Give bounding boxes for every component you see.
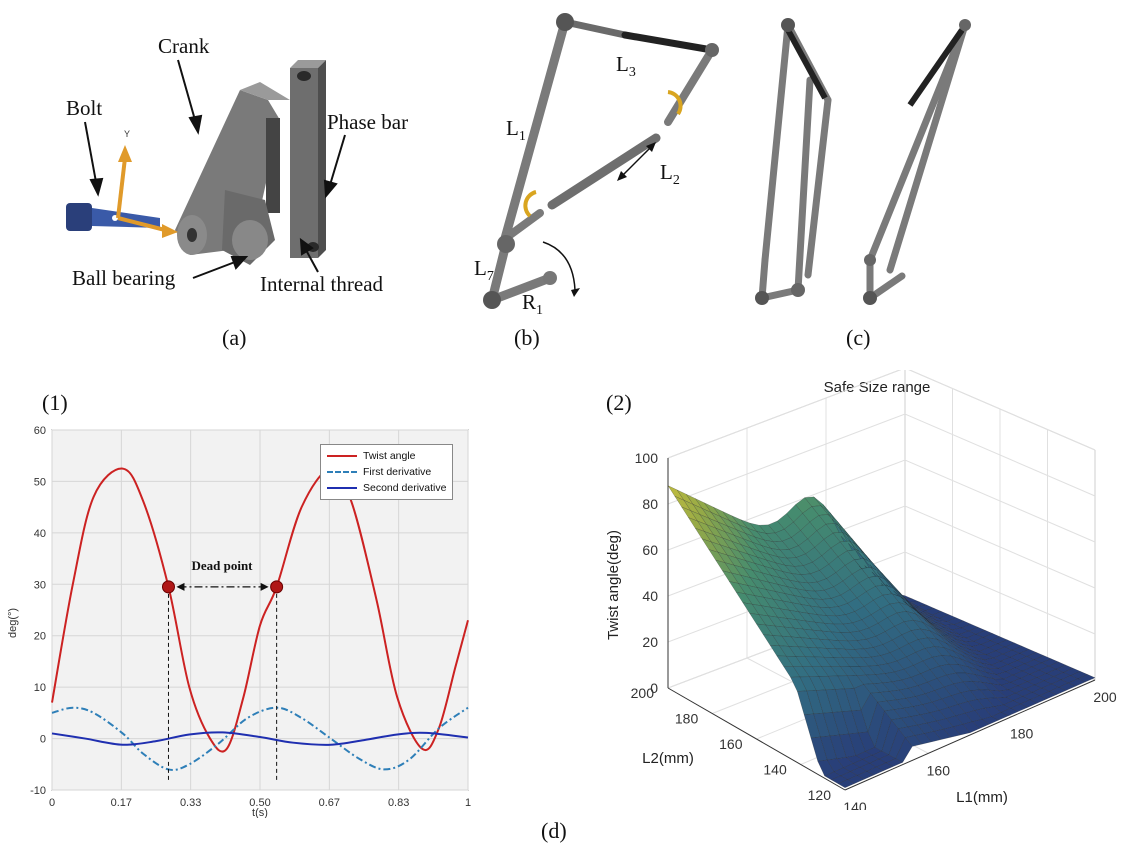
phase-bar-shape	[290, 60, 326, 258]
chart1-y-tick: 60	[34, 425, 46, 437]
legend-second-derivative: Second derivative	[327, 480, 446, 496]
dead-point-annotation: Dead point	[191, 558, 253, 573]
chart2-x-tick: 180	[1010, 726, 1034, 742]
crank-shape	[175, 82, 290, 265]
panel-d1-label: (1)	[42, 390, 68, 415]
chart2-z-tick: 20	[642, 634, 658, 650]
y-axis-label: Y	[124, 129, 130, 139]
dead-point-arrowhead	[176, 582, 185, 591]
label-R1: R1	[522, 290, 544, 319]
label-L3: L3	[616, 52, 636, 81]
chart2-surface-cell	[1077, 674, 1096, 683]
chart2-z-grid	[667, 413, 1096, 505]
label-L1: L1	[506, 116, 526, 145]
chart2-y-tick: 140	[763, 762, 787, 778]
panel-c: (c)	[740, 0, 1000, 360]
chart1-xlabel: t(s)	[252, 807, 268, 818]
chart2-z-tick: 100	[635, 450, 659, 466]
chart1-y-tick: 40	[34, 528, 46, 540]
panel-a: Y Bolt Crank Phase bar Ball bearing Inte…	[0, 0, 420, 360]
legend-twist-angle: Twist angle	[327, 448, 446, 464]
chart1-x-tick: 0.17	[111, 797, 132, 809]
label-phase-bar: Phase bar	[327, 110, 409, 134]
chart1-legend: Twist angle First derivative Second deri…	[320, 444, 454, 500]
chart2-z-tick: 80	[642, 496, 658, 512]
chart2-z-tick: 0	[650, 680, 658, 696]
chart2-y-tick: 180	[675, 711, 699, 727]
chart2-title: Safe Size range	[824, 379, 931, 396]
safe-size-surface-chart: Safe Size range 0 20 40 60 80 100 120 140 160 180…	[605, 370, 1117, 810]
chart2-x-tick: 200	[1093, 689, 1117, 705]
label-L2: L2	[660, 160, 680, 189]
label-internal-thread: Internal thread	[260, 272, 384, 296]
chart2-axis-L1	[844, 679, 1096, 791]
chart2-axis-L2	[667, 687, 846, 791]
chart1-x-tick: 0.50	[249, 797, 270, 809]
chart1-y-tick: 20	[34, 631, 46, 643]
chart1-x-tick: 0.67	[319, 797, 340, 809]
chart1-y-tick: 0	[40, 734, 46, 746]
caption-d: (d)	[541, 818, 567, 843]
caption-b: (b)	[514, 325, 540, 350]
caption-c: (c)	[846, 325, 871, 350]
chart2-y-tick: 120	[808, 787, 832, 803]
coordinate-axes	[116, 145, 178, 238]
dead-point-arrowhead	[260, 582, 269, 591]
chart2-z-tick: 60	[642, 542, 658, 558]
chart1-y-tick: 50	[34, 476, 46, 488]
chart2-y-tick: 160	[719, 736, 743, 752]
chart2-z-tick: 40	[642, 588, 658, 604]
chart1-x-tick: 0	[49, 797, 55, 809]
chart1-y-tick: -10	[30, 785, 46, 797]
bolt-crank-assembly-illustration: Y	[66, 59, 346, 279]
dead-point-marker	[161, 580, 175, 594]
chart1-y-tick: 10	[34, 682, 46, 694]
chart1-x-tick: 0.33	[180, 797, 201, 809]
chart1-series-second-derivative	[51, 731, 469, 746]
chart1-ylabel: deg(°)	[7, 608, 19, 638]
chart2-x-tick: 160	[927, 762, 951, 778]
linkage-mechanism-illustration	[483, 13, 719, 309]
panel-d2-label: (2)	[606, 390, 632, 415]
label-ball-bearing: Ball bearing	[72, 266, 176, 290]
linkage-poses-illustration	[755, 18, 971, 305]
label-L7: L7	[474, 256, 494, 285]
chart2-ylabel: L2(mm)	[642, 750, 694, 767]
chart2-x-tick: 140	[843, 799, 867, 810]
chart2-zlabel: Twist angle(deg)	[605, 530, 622, 640]
chart2-xlabel: L1(mm)	[956, 789, 1008, 806]
chart1-x-tick: 0.83	[388, 797, 409, 809]
chart1-series-twist-angle	[51, 467, 469, 753]
callout-arrows	[84, 59, 346, 279]
chart1-x-tick: 1	[465, 797, 471, 809]
chart2-y-tick: 200	[631, 685, 655, 701]
caption-a: (a)	[222, 325, 247, 350]
legend-first-derivative: First derivative	[327, 464, 446, 480]
label-crank: Crank	[158, 34, 210, 58]
panel-b: L1 L2 L3 L7 R1 (b)	[440, 0, 720, 360]
dead-point-marker	[270, 580, 284, 594]
label-bolt: Bolt	[66, 96, 103, 120]
chart1-y-tick: 30	[34, 579, 46, 591]
